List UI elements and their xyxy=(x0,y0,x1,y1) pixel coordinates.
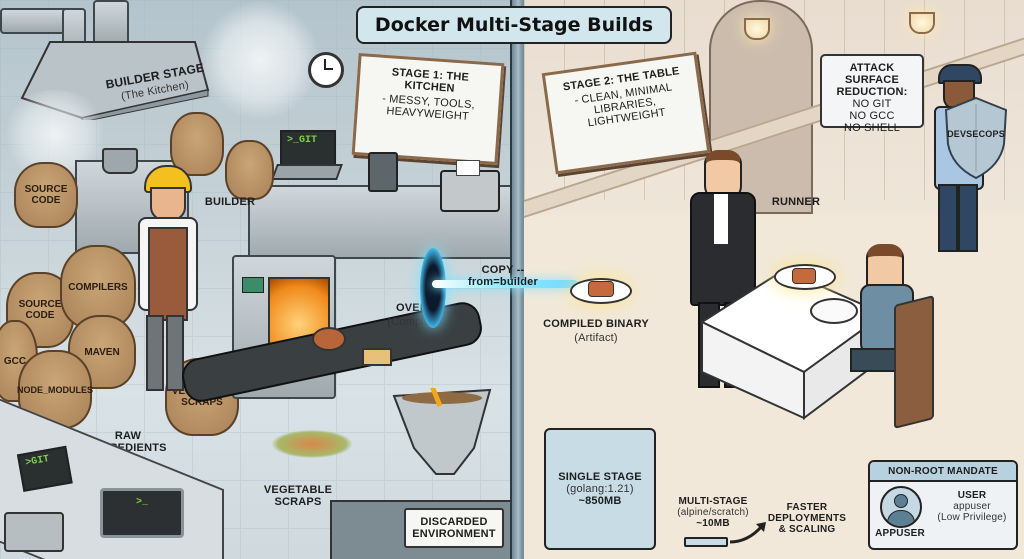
sack-top-2 xyxy=(225,140,274,200)
food-item xyxy=(362,348,392,366)
single-stage-image: (golang:1.21) xyxy=(566,482,634,495)
attack-surface-item: NO GCC xyxy=(849,110,895,123)
discarded-environment-text: DISCARDED ENVIRONMENT xyxy=(412,515,496,540)
printer-device-icon xyxy=(4,512,64,552)
laptop-bottom: >GIT xyxy=(16,445,73,494)
multi-stage-image: (alpine/scratch) xyxy=(677,507,749,518)
sack-source-code-1: SOURCE CODE xyxy=(14,162,78,228)
wall-sconce-icon xyxy=(744,18,770,40)
vegetable-pile xyxy=(272,430,352,458)
oven-label: OVEN xyxy=(396,302,428,314)
attack-surface-sign: ATTACK SURFACE REDUCTION: NO GIT NO GCC … xyxy=(820,54,924,134)
multi-stage-size: ~10MB xyxy=(696,518,730,529)
sack-top xyxy=(170,112,224,176)
laptop-top: >_GIT xyxy=(271,130,343,190)
multi-stage-box xyxy=(684,537,728,547)
user-info: USER appuser (Low Privilege) xyxy=(930,490,1014,523)
compiled-binary-sublabel: (Artifact) xyxy=(574,332,618,344)
chimney-pipe xyxy=(93,0,129,46)
food-item xyxy=(312,327,346,351)
single-stage-size: ~850MB xyxy=(578,495,622,508)
appuser-label: APPUSER xyxy=(875,528,925,539)
user-title: USER xyxy=(957,490,987,501)
non-root-mandate-card: NON-ROOT MANDATE APPUSER USER appuser (L… xyxy=(868,460,1018,550)
chef-apron xyxy=(148,227,188,321)
title-banner: Docker Multi-Stage Builds xyxy=(356,6,672,44)
guard-leg xyxy=(958,184,978,252)
arrow-icon xyxy=(728,520,768,546)
router-device: >_ xyxy=(100,488,184,538)
attack-surface-title2: REDUCTION: xyxy=(836,86,908,99)
compiled-binary-plate xyxy=(570,278,632,304)
chef-leg xyxy=(166,315,184,391)
served-dish xyxy=(792,268,816,284)
chef-leg xyxy=(146,315,164,391)
pot-icon xyxy=(102,148,138,174)
oven-display xyxy=(242,277,264,293)
user-avatar-icon xyxy=(880,486,922,528)
builder-chef xyxy=(130,165,205,395)
coffee-maker-icon xyxy=(368,152,398,192)
served-plate xyxy=(774,264,836,290)
shield-label: DEVSECOPS xyxy=(947,129,1005,139)
empty-plate xyxy=(810,298,858,324)
wall-sconce-icon xyxy=(909,12,935,34)
multi-stage-title: MULTI-STAGE xyxy=(678,496,748,507)
faster-deployments-label: FASTER DEPLOYMENTS & SCALING xyxy=(767,502,847,535)
compiled-binary-dish xyxy=(588,281,614,297)
single-stage-box: SINGLE STAGE (golang:1.21) ~850MB xyxy=(544,428,656,550)
runner-label: RUNNER xyxy=(771,196,821,208)
cash-register-icon xyxy=(440,160,500,212)
laptop-keyboard xyxy=(271,164,343,180)
builder-label: BUILDER xyxy=(204,196,256,208)
user-name: appuser xyxy=(953,501,991,512)
attack-surface-title: ATTACK SURFACE xyxy=(845,62,899,87)
non-root-header-text: NON-ROOT MANDATE xyxy=(888,465,998,477)
copy-command-label: COPY --from=builder xyxy=(468,264,538,289)
disposal-hopper xyxy=(392,385,492,478)
chef-face xyxy=(150,187,186,221)
copy-beam xyxy=(432,280,578,288)
discarded-environment-label: DISCARDED ENVIRONMENT xyxy=(404,508,504,548)
vegetable-scraps-label: VEGETABLE SCRAPS xyxy=(263,484,333,509)
non-root-header: NON-ROOT MANDATE xyxy=(870,462,1016,482)
laptop-screen: >_GIT xyxy=(280,130,336,166)
user-privilege: (Low Privilege) xyxy=(937,512,1007,523)
portal-icon xyxy=(420,248,446,328)
dining-chair xyxy=(894,295,934,429)
multi-stage-info: MULTI-STAGE (alpine/scratch) ~10MB xyxy=(668,496,758,529)
stage1-sign: STAGE 1: THE KITCHEN - MESSY, TOOLS, HEA… xyxy=(351,53,505,165)
attack-surface-item: NO GIT xyxy=(852,98,892,111)
single-stage-title: SINGLE STAGE xyxy=(558,470,642,483)
attack-surface-item: NO SHELL xyxy=(843,122,900,135)
devsecops-shield: DEVSECOPS xyxy=(944,96,1008,180)
page-title: Docker Multi-Stage Builds xyxy=(374,14,654,36)
waiter-shirt xyxy=(714,194,728,244)
guard-leg xyxy=(938,184,958,252)
laptop-screen: >GIT xyxy=(16,445,73,492)
steam-cloud xyxy=(200,0,320,120)
compiled-binary-label: COMPILED BINARY xyxy=(543,318,649,330)
wall-clock-icon xyxy=(308,52,344,88)
